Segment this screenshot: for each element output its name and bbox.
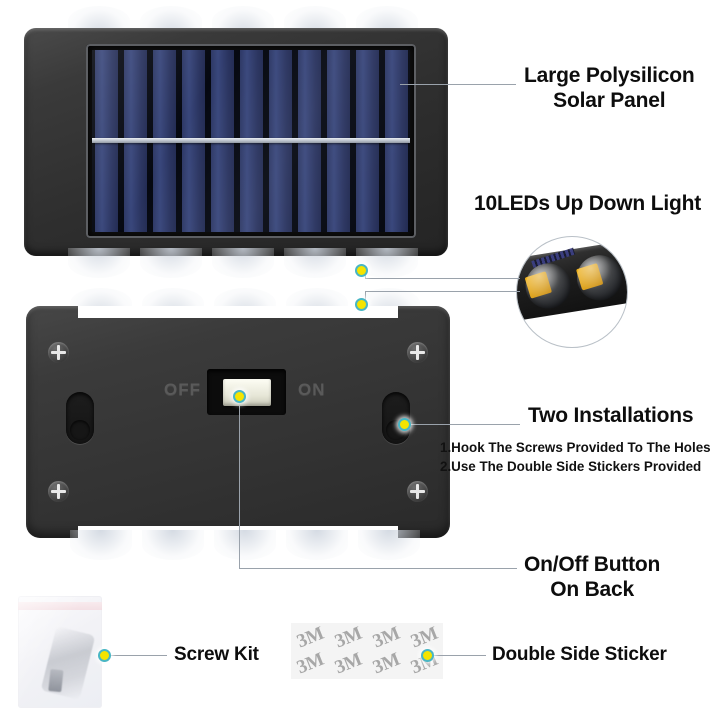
led-glow-arc (214, 530, 276, 560)
solar-panel-glass (92, 50, 410, 232)
marker-dot-switch[interactable] (233, 390, 246, 403)
callout-label-onoff-button: On/Off Button On Back (524, 553, 661, 601)
corner-screw (407, 342, 428, 363)
led-module-bar (517, 237, 627, 323)
corner-screw (48, 342, 69, 363)
led-dome (573, 252, 626, 304)
leader-line-onoff-vertical (239, 396, 240, 568)
back-plate-housing: OFF ON (26, 306, 450, 538)
housing-notch-top (78, 306, 398, 318)
leader-line-screw-kit (107, 655, 167, 656)
installation-step-2: 2.Use The Double Side Stickers Provided (440, 459, 702, 475)
led-glow-arc (142, 530, 204, 560)
callout-label-sticker: Double Side Sticker (492, 644, 667, 665)
screw-kit-bag (18, 596, 102, 708)
solar-light-back-view: OFF ON (26, 288, 450, 560)
solar-panel-bezel (86, 44, 416, 238)
mounting-keyhole-right (382, 392, 410, 444)
switch-off-label: OFF (164, 380, 201, 399)
led-lens-left (522, 260, 574, 312)
marker-dot-keyhole[interactable] (398, 418, 411, 431)
led-glow-arc (358, 530, 420, 560)
sticker-logo: 3M (293, 623, 328, 653)
led-dome (522, 260, 574, 312)
led-detail-magnifier (516, 236, 628, 348)
sticker-logo: 3M (369, 648, 404, 679)
callout-label-solar-panel: Large Polysilicon Solar Panel (524, 64, 695, 112)
solar-panel-housing (24, 28, 448, 256)
callout-label-installations: Two Installations (528, 404, 694, 427)
leader-line-two-installations (404, 424, 520, 425)
corner-screw (48, 481, 69, 502)
marker-dot-screw-kit[interactable] (98, 649, 111, 662)
magnifier-ring (516, 236, 628, 348)
bag-body (18, 596, 102, 708)
polysilicon-cells (92, 50, 410, 232)
leader-line-double-side-sticker (428, 655, 486, 656)
installation-steps-list: 1.Hook The Screws Provided To The Holes … (440, 438, 720, 476)
mounting-keyhole-left (66, 392, 94, 444)
leader-line-solar-panel (400, 84, 516, 85)
callout-label-screw-kit: Screw Kit (174, 644, 259, 665)
leader-line-onoff-horizontal (239, 568, 517, 569)
led-glow-arc (68, 248, 130, 278)
marker-dot-sticker[interactable] (421, 649, 434, 662)
switch-rocker[interactable] (223, 379, 271, 406)
sticker-logo: 3M (331, 623, 366, 653)
sticker-logo: 3M (369, 623, 404, 653)
led-glow-arc (70, 530, 132, 560)
sticker-logo: 3M (293, 648, 328, 679)
switch-on-label: ON (298, 380, 326, 399)
power-switch[interactable] (207, 369, 286, 415)
led-glow-arc (212, 248, 274, 278)
led-glow-arc (286, 530, 348, 560)
marker-dot-led-lower[interactable] (355, 298, 368, 311)
bag-sheen (18, 596, 102, 708)
callout-label-leds: 10LEDs Up Down Light (474, 192, 702, 215)
marker-dot-led-upper[interactable] (355, 264, 368, 277)
leader-line-led-lower-stem (365, 291, 366, 305)
sticker-logo: 3M (331, 648, 366, 679)
led-lens-right (573, 252, 626, 304)
installation-step-1: 1.Hook The Screws Provided To The Holes (440, 440, 711, 455)
leader-line-led-lower (365, 291, 520, 292)
leader-line-led-upper (365, 278, 520, 279)
led-glow-arc (140, 248, 202, 278)
led-glow-arc (284, 248, 346, 278)
solar-light-front-view (24, 6, 448, 278)
glass-sheen (92, 50, 410, 232)
double-side-sticker-strip: 3M 3M 3M 3M 3M 3M 3M 3M (291, 623, 443, 679)
corner-screw (407, 481, 428, 502)
